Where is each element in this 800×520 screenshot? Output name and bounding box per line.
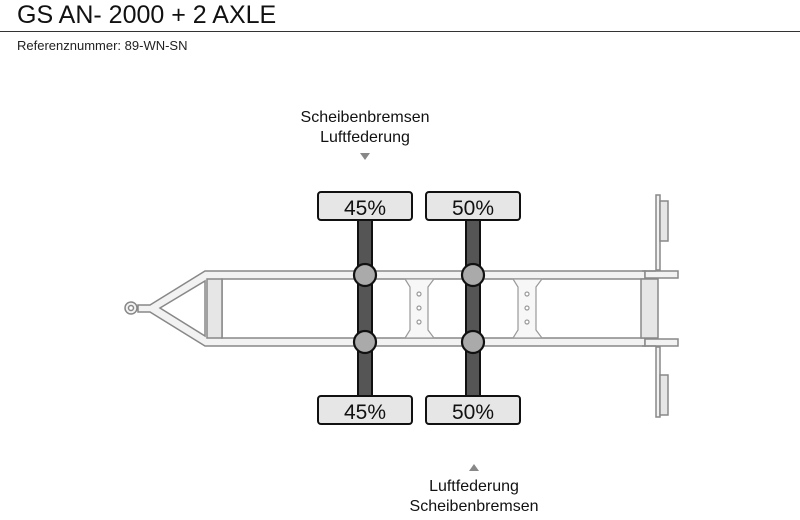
reference-number: Referenznummer: 89-WN-SN bbox=[17, 38, 188, 53]
axle-1-hub-bottom bbox=[352, 329, 378, 355]
axle-1: 45% 45% bbox=[317, 191, 413, 425]
top-annotation-line1: Scheibenbremsen bbox=[300, 109, 430, 126]
axle-1-beam bbox=[357, 217, 373, 399]
bottom-annotation-line1: Luftfederung bbox=[429, 478, 519, 495]
rear-frame bbox=[640, 194, 679, 418]
top-annotation-line2: Luftfederung bbox=[320, 129, 410, 146]
axle-1-hub-top bbox=[352, 262, 378, 288]
drawbar bbox=[124, 270, 646, 347]
crossmember-1 bbox=[403, 278, 436, 339]
front-crossmember bbox=[206, 278, 223, 339]
axle-1-top-load: 45% bbox=[344, 197, 386, 220]
axle-2-hub-bottom bbox=[460, 329, 486, 355]
triangle-up-icon bbox=[469, 464, 479, 471]
bottom-annotation: Luftfederung Scheibenbremsen bbox=[374, 477, 574, 517]
axle-2-bottom-load: 50% bbox=[452, 401, 494, 424]
axle-2-top-load: 50% bbox=[452, 197, 494, 220]
top-annotation: Scheibenbremsen Luftfederung bbox=[265, 108, 465, 148]
axle-1-bottom-wheel bbox=[317, 395, 413, 425]
axle-2-hub-top bbox=[460, 262, 486, 288]
axle-1-top-wheel bbox=[317, 191, 413, 221]
bottom-annotation-line2: Scheibenbremsen bbox=[409, 498, 539, 515]
axle-2-bottom-wheel bbox=[425, 395, 521, 425]
page-title: GS AN- 2000 + 2 AXLE bbox=[17, 1, 277, 29]
axle-2-beam bbox=[465, 217, 481, 399]
axle-1-bottom-load: 45% bbox=[344, 401, 386, 424]
axle-2: 50% 50% bbox=[425, 191, 521, 425]
axle-2-top-wheel bbox=[425, 191, 521, 221]
crossmember-2 bbox=[511, 278, 544, 339]
triangle-down-icon bbox=[360, 153, 370, 160]
title-divider bbox=[0, 31, 800, 32]
